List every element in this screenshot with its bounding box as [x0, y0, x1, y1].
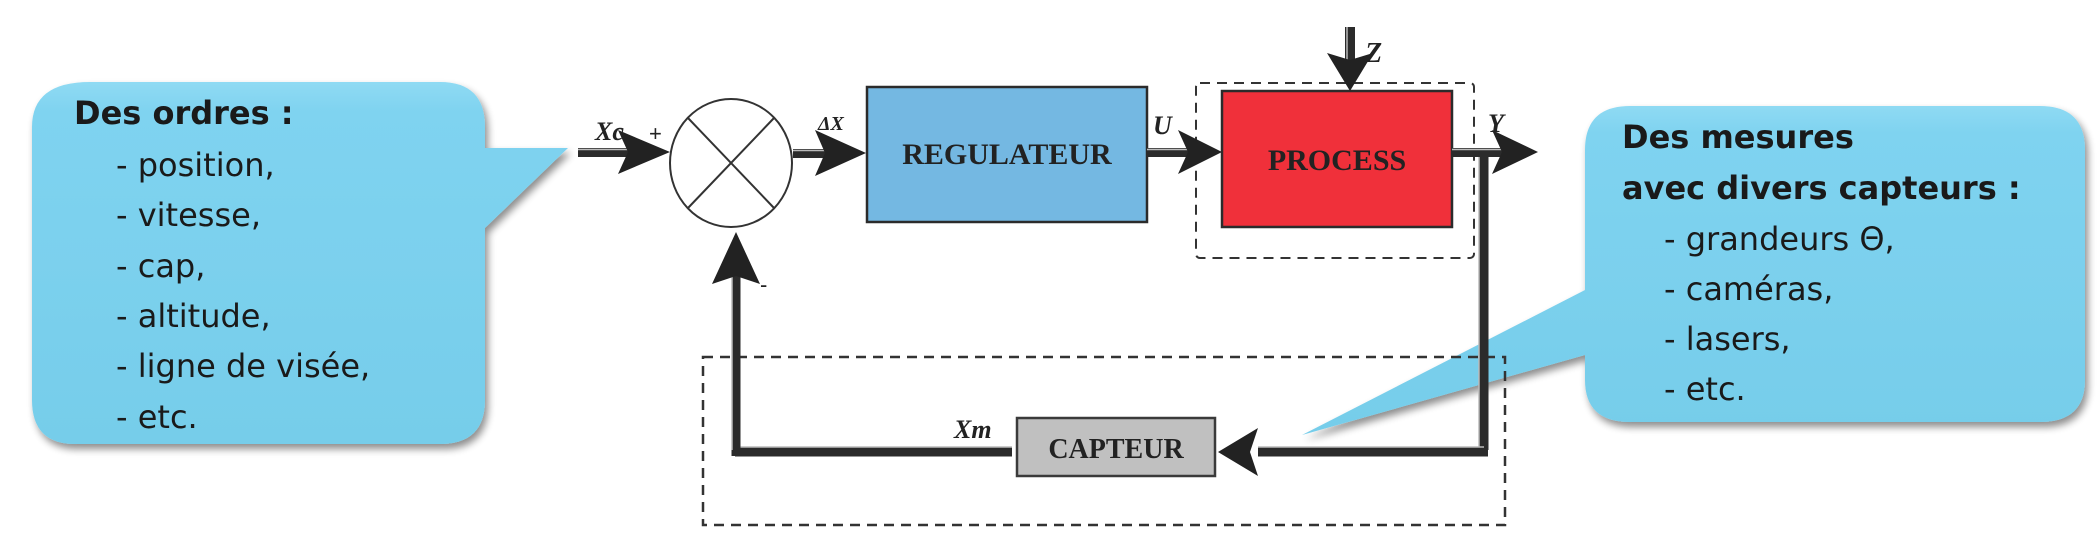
regulator-box: [865, 85, 1149, 224]
callout-measures-list: - grandeurs Θ, - caméras, - lasers, - et…: [1664, 220, 1895, 408]
signal-label-disturbance: Z: [1364, 38, 1382, 69]
callout-orders-item: - etc.: [116, 398, 198, 436]
signal-label-error: ΔX: [817, 113, 845, 135]
callout-orders-item: - altitude,: [116, 297, 271, 335]
callout-orders-bubble: [32, 82, 568, 444]
signal-label-measurement: Xm: [953, 415, 992, 444]
comparator-minus-sign: -: [760, 272, 767, 297]
process-label: PROCESS: [1268, 144, 1406, 177]
signal-label-command: U: [1153, 111, 1173, 140]
sensor-label: CAPTEUR: [1048, 434, 1184, 465]
callout-measures: [1302, 106, 2085, 435]
arrow-into-comparator-bottom: [712, 232, 760, 284]
callout-orders-item: - position,: [116, 146, 275, 184]
signal-label-output: Y: [1488, 109, 1506, 138]
setpoint-line: [578, 148, 634, 157]
callout-measures-item: - lasers,: [1664, 320, 1791, 358]
arrow-into-regulator: [815, 130, 866, 176]
regulator-label: REGULATEUR: [902, 138, 1112, 171]
process-block[interactable]: PROCESS: [1220, 89, 1454, 229]
signal-label-setpoint: Xc: [594, 117, 624, 146]
arrow-into-comparator-left: [618, 130, 670, 174]
callout-measures-item: - etc.: [1664, 370, 1746, 408]
arrow-into-process: [1178, 130, 1222, 174]
callout-orders-item: - vitesse,: [116, 196, 261, 234]
callout-measures-title-line1: Des mesures: [1622, 118, 1854, 156]
callout-orders-item: - cap,: [116, 247, 205, 285]
regulator-block[interactable]: REGULATEUR: [865, 85, 1149, 224]
arrow-disturbance: [1327, 53, 1373, 91]
process-dashed-frame: [1195, 82, 1475, 259]
callout-orders: [32, 82, 568, 444]
summing-junction: [669, 98, 793, 228]
callout-measures-bubble: [1302, 106, 2085, 435]
sensor-box: [1015, 416, 1217, 478]
arrow-output: [1492, 130, 1538, 174]
callout-orders-list: - position, - vitesse, - cap, - altitude…: [116, 146, 370, 436]
process-box: [1220, 89, 1454, 229]
output-line: [1452, 148, 1502, 157]
arrow-into-sensor: [1218, 428, 1258, 476]
sensor-dashed-frame: [701, 355, 1507, 527]
callout-measures-title-line2: avec divers capteurs :: [1622, 169, 2021, 207]
callout-orders-item: - ligne de visée,: [116, 347, 370, 385]
sensor-block[interactable]: CAPTEUR: [1015, 416, 1217, 478]
callout-measures-item: - caméras,: [1664, 270, 1833, 308]
disturbance-line: [1345, 27, 1355, 63]
comparator-plus-sign: +: [649, 121, 662, 146]
callout-orders-title: Des ordres :: [74, 94, 294, 132]
feedback-line: [731, 152, 1489, 457]
callout-measures-item: - grandeurs Θ,: [1664, 220, 1895, 258]
